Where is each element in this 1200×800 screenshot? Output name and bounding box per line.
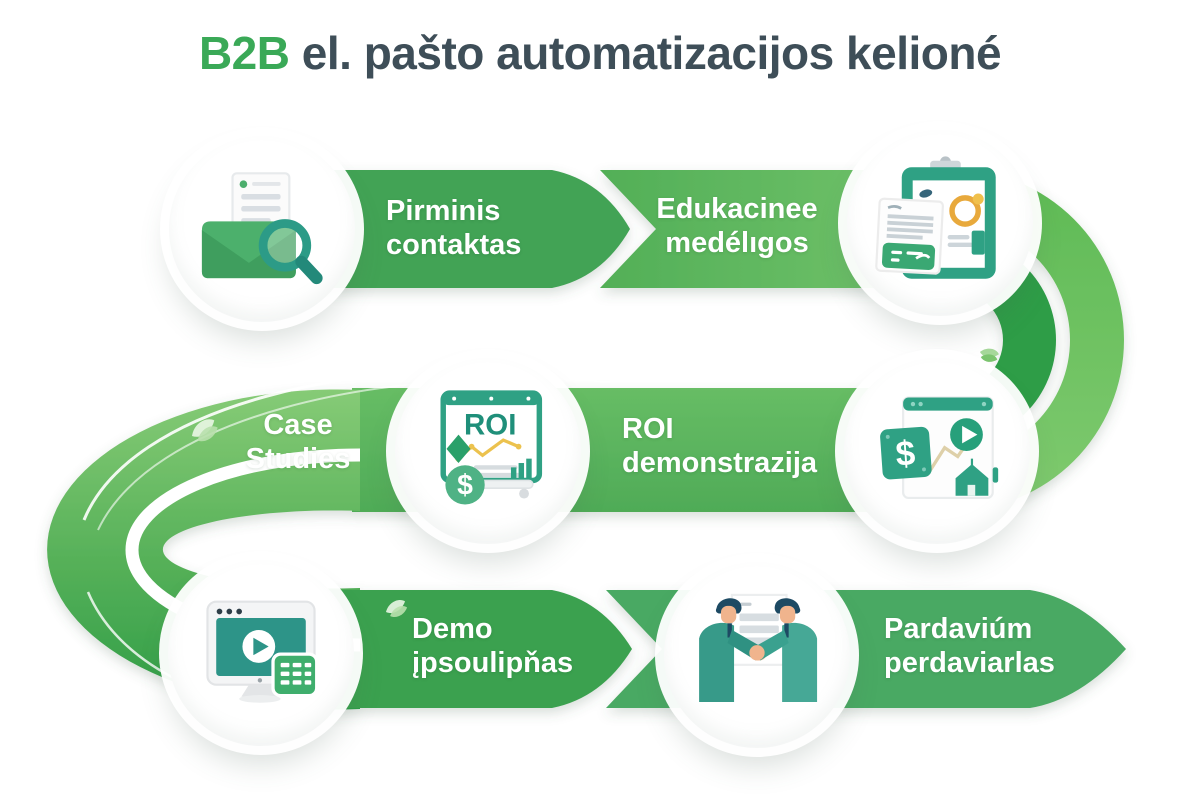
envelope-magnifier-icon [201, 172, 323, 285]
step-label-line: ROI [622, 413, 674, 445]
step-label-primary-contact: Pirminis contaktas [386, 194, 601, 262]
dollar-tile-text: $ [894, 434, 916, 474]
page-title: B2B el. pašto automatizacijos kelioné [0, 26, 1200, 80]
step-label-line: Case [263, 409, 333, 441]
roi-board-text: ROI [464, 409, 516, 442]
step-label-line: Pirminis [386, 195, 501, 227]
dollar-dashboard-icon: $ [880, 396, 999, 500]
step-label-line: medélıgos [665, 227, 809, 260]
step-label-line: įpsoulipňas [412, 647, 574, 680]
step-label-sales-handoff: Pardaviúm perdaviarlas [884, 612, 1124, 680]
step-label-case-studies: Case Studies [198, 408, 398, 476]
step-label-line: perdaviarlas [884, 647, 1055, 680]
band-demo [260, 590, 632, 708]
handshake-icon [699, 593, 818, 702]
dollar-coin-text: $ [457, 470, 473, 502]
step-label-line: demonstrazija [622, 447, 817, 480]
leaf-decoration [386, 600, 408, 618]
clipboard-report-icon [875, 156, 996, 279]
step-label-educational-material: Edukacinee medélıgos [622, 192, 852, 260]
leaf-decoration [980, 348, 999, 362]
step-label-line: Pardaviúm [884, 613, 1033, 645]
turn-right-outer [953, 169, 1124, 511]
monitor-play-icon [206, 600, 319, 703]
leaf-decoration [192, 419, 218, 442]
step-label-line: Studies [245, 443, 351, 476]
step-label-line: Edukacinee [656, 193, 818, 225]
title-rest: el. pašto automatizacijos kelioné [301, 27, 1002, 79]
step-label-roi-demonstration: ROI demonstrazija [622, 412, 882, 480]
roi-presentation-icon: ROI $ [440, 390, 543, 505]
title-highlight: B2B [198, 27, 290, 79]
step-node-primary-contact [169, 136, 355, 322]
step-node-case-studies: ROI $ [395, 358, 581, 544]
step-node-demo [168, 560, 354, 746]
step-node-sales-handoff [664, 562, 850, 748]
step-label-line: contaktas [386, 229, 522, 262]
step-node-educational-material [847, 130, 1033, 316]
step-label-demo: Demo įpsoulipňas [412, 612, 652, 680]
businessman-right [749, 598, 818, 702]
step-label-line: Demo [412, 613, 493, 645]
step-node-roi-demonstration: $ [844, 358, 1030, 544]
